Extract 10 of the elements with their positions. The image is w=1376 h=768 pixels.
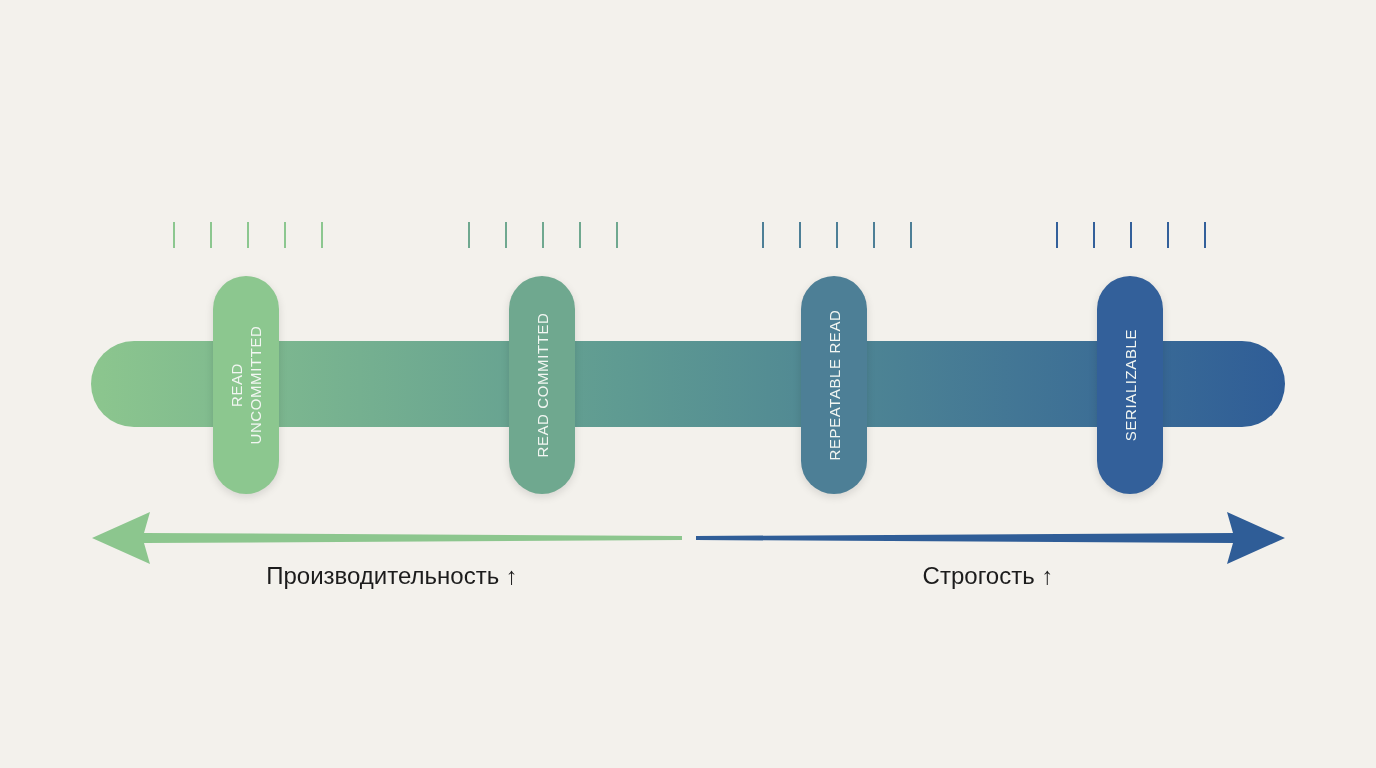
- level-pill: [213, 276, 279, 494]
- axis-caption: Строгость ↑: [922, 562, 1054, 590]
- level-label: REPEATABLE READ: [824, 308, 844, 463]
- level-pill: [1097, 276, 1163, 494]
- level-label: SERIALIZABLE: [1120, 327, 1140, 444]
- level-label: READ COMMITTED: [532, 311, 552, 460]
- axis-caption: Производительность ↑: [266, 562, 518, 590]
- level-label: READ UNCOMMITTED: [227, 325, 265, 445]
- level-pill: [509, 276, 575, 494]
- level-pill: [801, 276, 867, 494]
